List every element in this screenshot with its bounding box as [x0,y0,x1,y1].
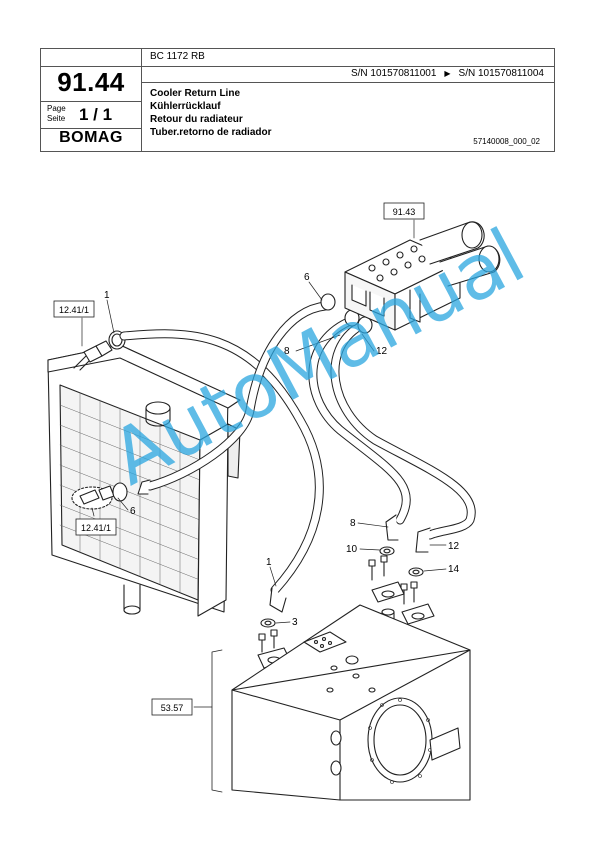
callout-8-low: 8 [350,518,356,529]
callout-6-inset: 6 [130,506,136,517]
callout-10: 10 [346,544,358,555]
hose-end-fittings [320,293,373,334]
arrow-right-icon: ▶ [444,69,451,78]
title-de: Kühlerrücklauf [150,101,221,112]
bomag-logo: BOMAG [59,129,123,146]
title-fr: Retour du radiateur [150,114,243,125]
title-block: 91.44 Page Seite 1 / 1 BOMAG BC 1172 RB … [40,48,555,152]
callout-8-top: 8 [284,346,290,357]
serial-range: S/N 101570811001 ▶ S/N 101570811004 [351,68,544,79]
reference-boxes: 91.43 12.41/1 12.41/1 53.57 [53,202,425,716]
callout-14: 14 [448,564,460,575]
callout-12-top: 12 [376,346,388,357]
cooler-drawing [47,344,241,617]
callout-1-low: 1 [266,557,272,568]
title-block-left: 91.44 Page Seite 1 / 1 BOMAG [41,49,142,151]
page-label: Page Seite [47,104,66,123]
hose-1 [119,329,324,613]
ref-tank: 53.57 [161,703,184,713]
serial-from: S/N 101570811001 [350,68,437,79]
model-name: BC 1172 RB [150,51,205,62]
page-indicator: Page Seite 1 / 1 [41,101,141,129]
callouts: 1 6 8 12 6 8 12 10 14 1 3 [104,272,460,628]
ref-cooler-inset: 12.41/1 [81,523,111,533]
hose-8 [308,317,411,541]
leader-lines [81,219,447,708]
ref-cooler-top: 12.41/1 [59,305,89,315]
callout-1-top: 1 [104,290,110,301]
section-number: 91.44 [57,67,125,97]
callout-6-top: 6 [304,272,310,283]
callout-12-low: 12 [448,541,460,552]
title-en: Cooler Return Line [150,88,241,99]
title-es: Tuber.retorno de radiador [150,127,272,138]
callout-3: 3 [292,617,298,628]
valve-block-drawing [344,221,501,331]
ref-valve-block: 91.43 [393,207,416,217]
drawing-number: 57140008_000_02 [473,137,540,146]
cooler-fitting-inset [71,482,128,510]
tank-drawing [211,604,471,801]
serial-to: S/N 101570811004 [458,68,544,79]
hose-6 [137,301,330,495]
title-list: Cooler Return Line Kühlerrücklauf Retour… [150,87,272,139]
hose-12 [330,321,476,553]
page-value: 1 / 1 [79,105,113,124]
